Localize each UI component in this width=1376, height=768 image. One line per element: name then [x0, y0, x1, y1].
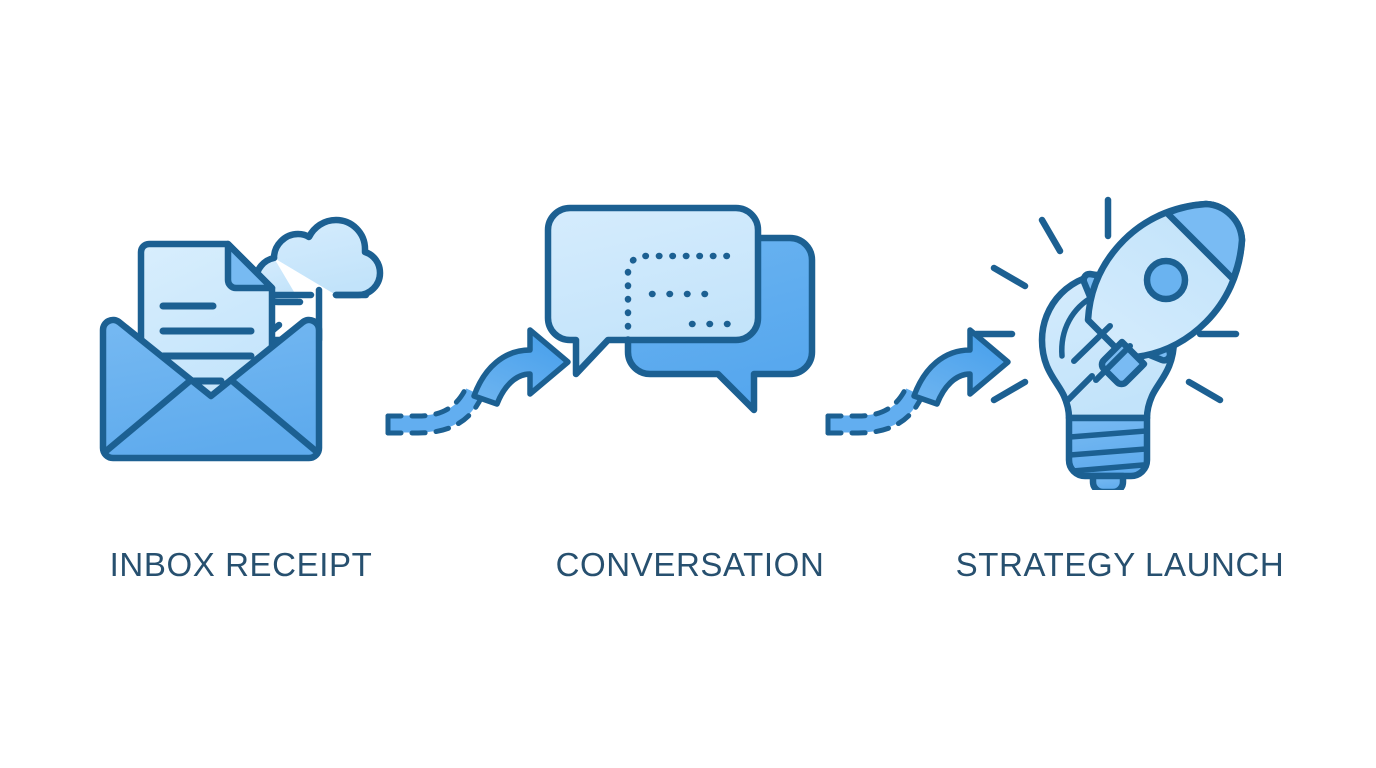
connector-arrow-2	[818, 292, 1018, 452]
icon-wrap-step-1	[91, 190, 391, 490]
bulb-screw-base	[1065, 414, 1151, 490]
connector-arrow-1	[378, 292, 578, 452]
two-speech-bubbles-icon	[544, 204, 816, 414]
step-label-inbox-receipt: INBOX RECEIPT	[109, 546, 373, 583]
step-conversation[interactable]: CONVERSATION	[525, 190, 855, 610]
open-envelope-with-document-and-cloud-icon	[99, 216, 384, 462]
dotted-message-lines	[624, 252, 740, 344]
step-strategy-launch[interactable]: STRATEGY LAUNCH	[955, 190, 1285, 610]
icon-wrap-step-3	[970, 190, 1270, 490]
step-inbox-receipt[interactable]: INBOX RECEIPT	[76, 190, 406, 610]
icon-wrap-step-2	[540, 190, 840, 490]
rocket-exhaust-lines	[1063, 323, 1133, 405]
lightbulb-with-rocket-icon	[972, 196, 1246, 490]
curved-dashed-to-solid-arrow-right-icon	[825, 327, 1011, 436]
step-label-conversation: CONVERSATION	[555, 546, 825, 583]
envelope-icon	[99, 316, 323, 462]
rocket-icon	[1080, 200, 1246, 388]
step-label-strategy-launch: STRATEGY LAUNCH	[955, 546, 1285, 583]
curved-dashed-to-solid-arrow-right-icon	[385, 327, 571, 436]
